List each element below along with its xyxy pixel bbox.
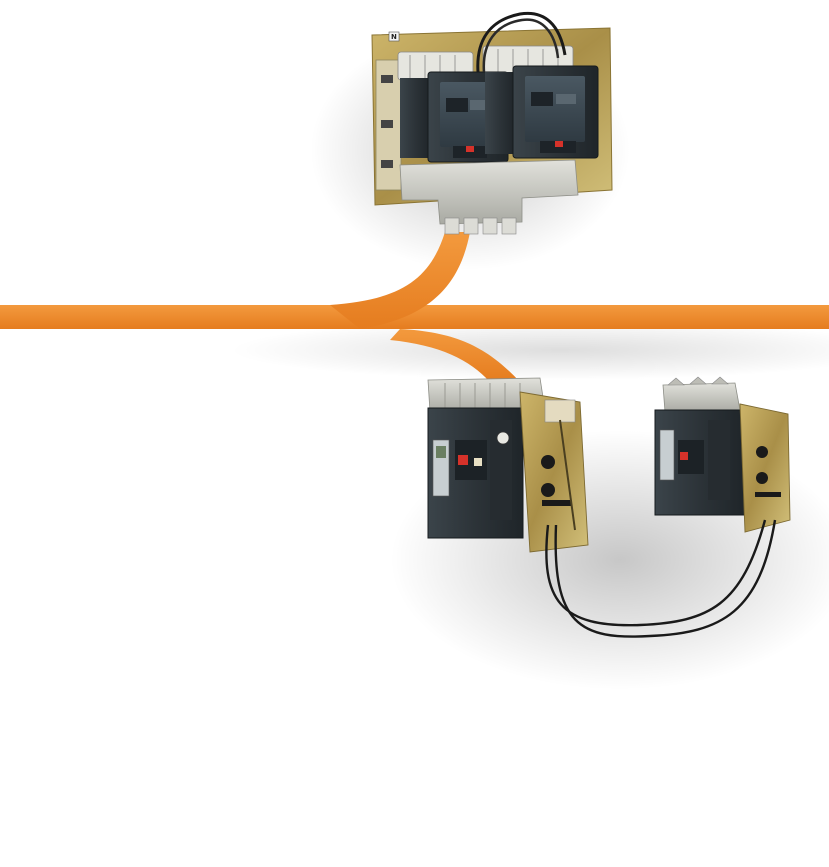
small-drawout-breaker [654,376,791,533]
trip-indicator-left [466,146,474,152]
trip-indicator-right [555,141,563,147]
n-badge-label: N [391,33,397,41]
n-badge-icon [388,31,400,42]
trip-indicator-large [458,455,468,465]
trip-indicator-small [680,452,688,460]
large-drawout-breaker [427,377,589,553]
orange-band [0,232,829,382]
changeover-panel: N [371,11,613,235]
band-shadow [230,320,829,380]
interlock-cables [545,519,777,638]
